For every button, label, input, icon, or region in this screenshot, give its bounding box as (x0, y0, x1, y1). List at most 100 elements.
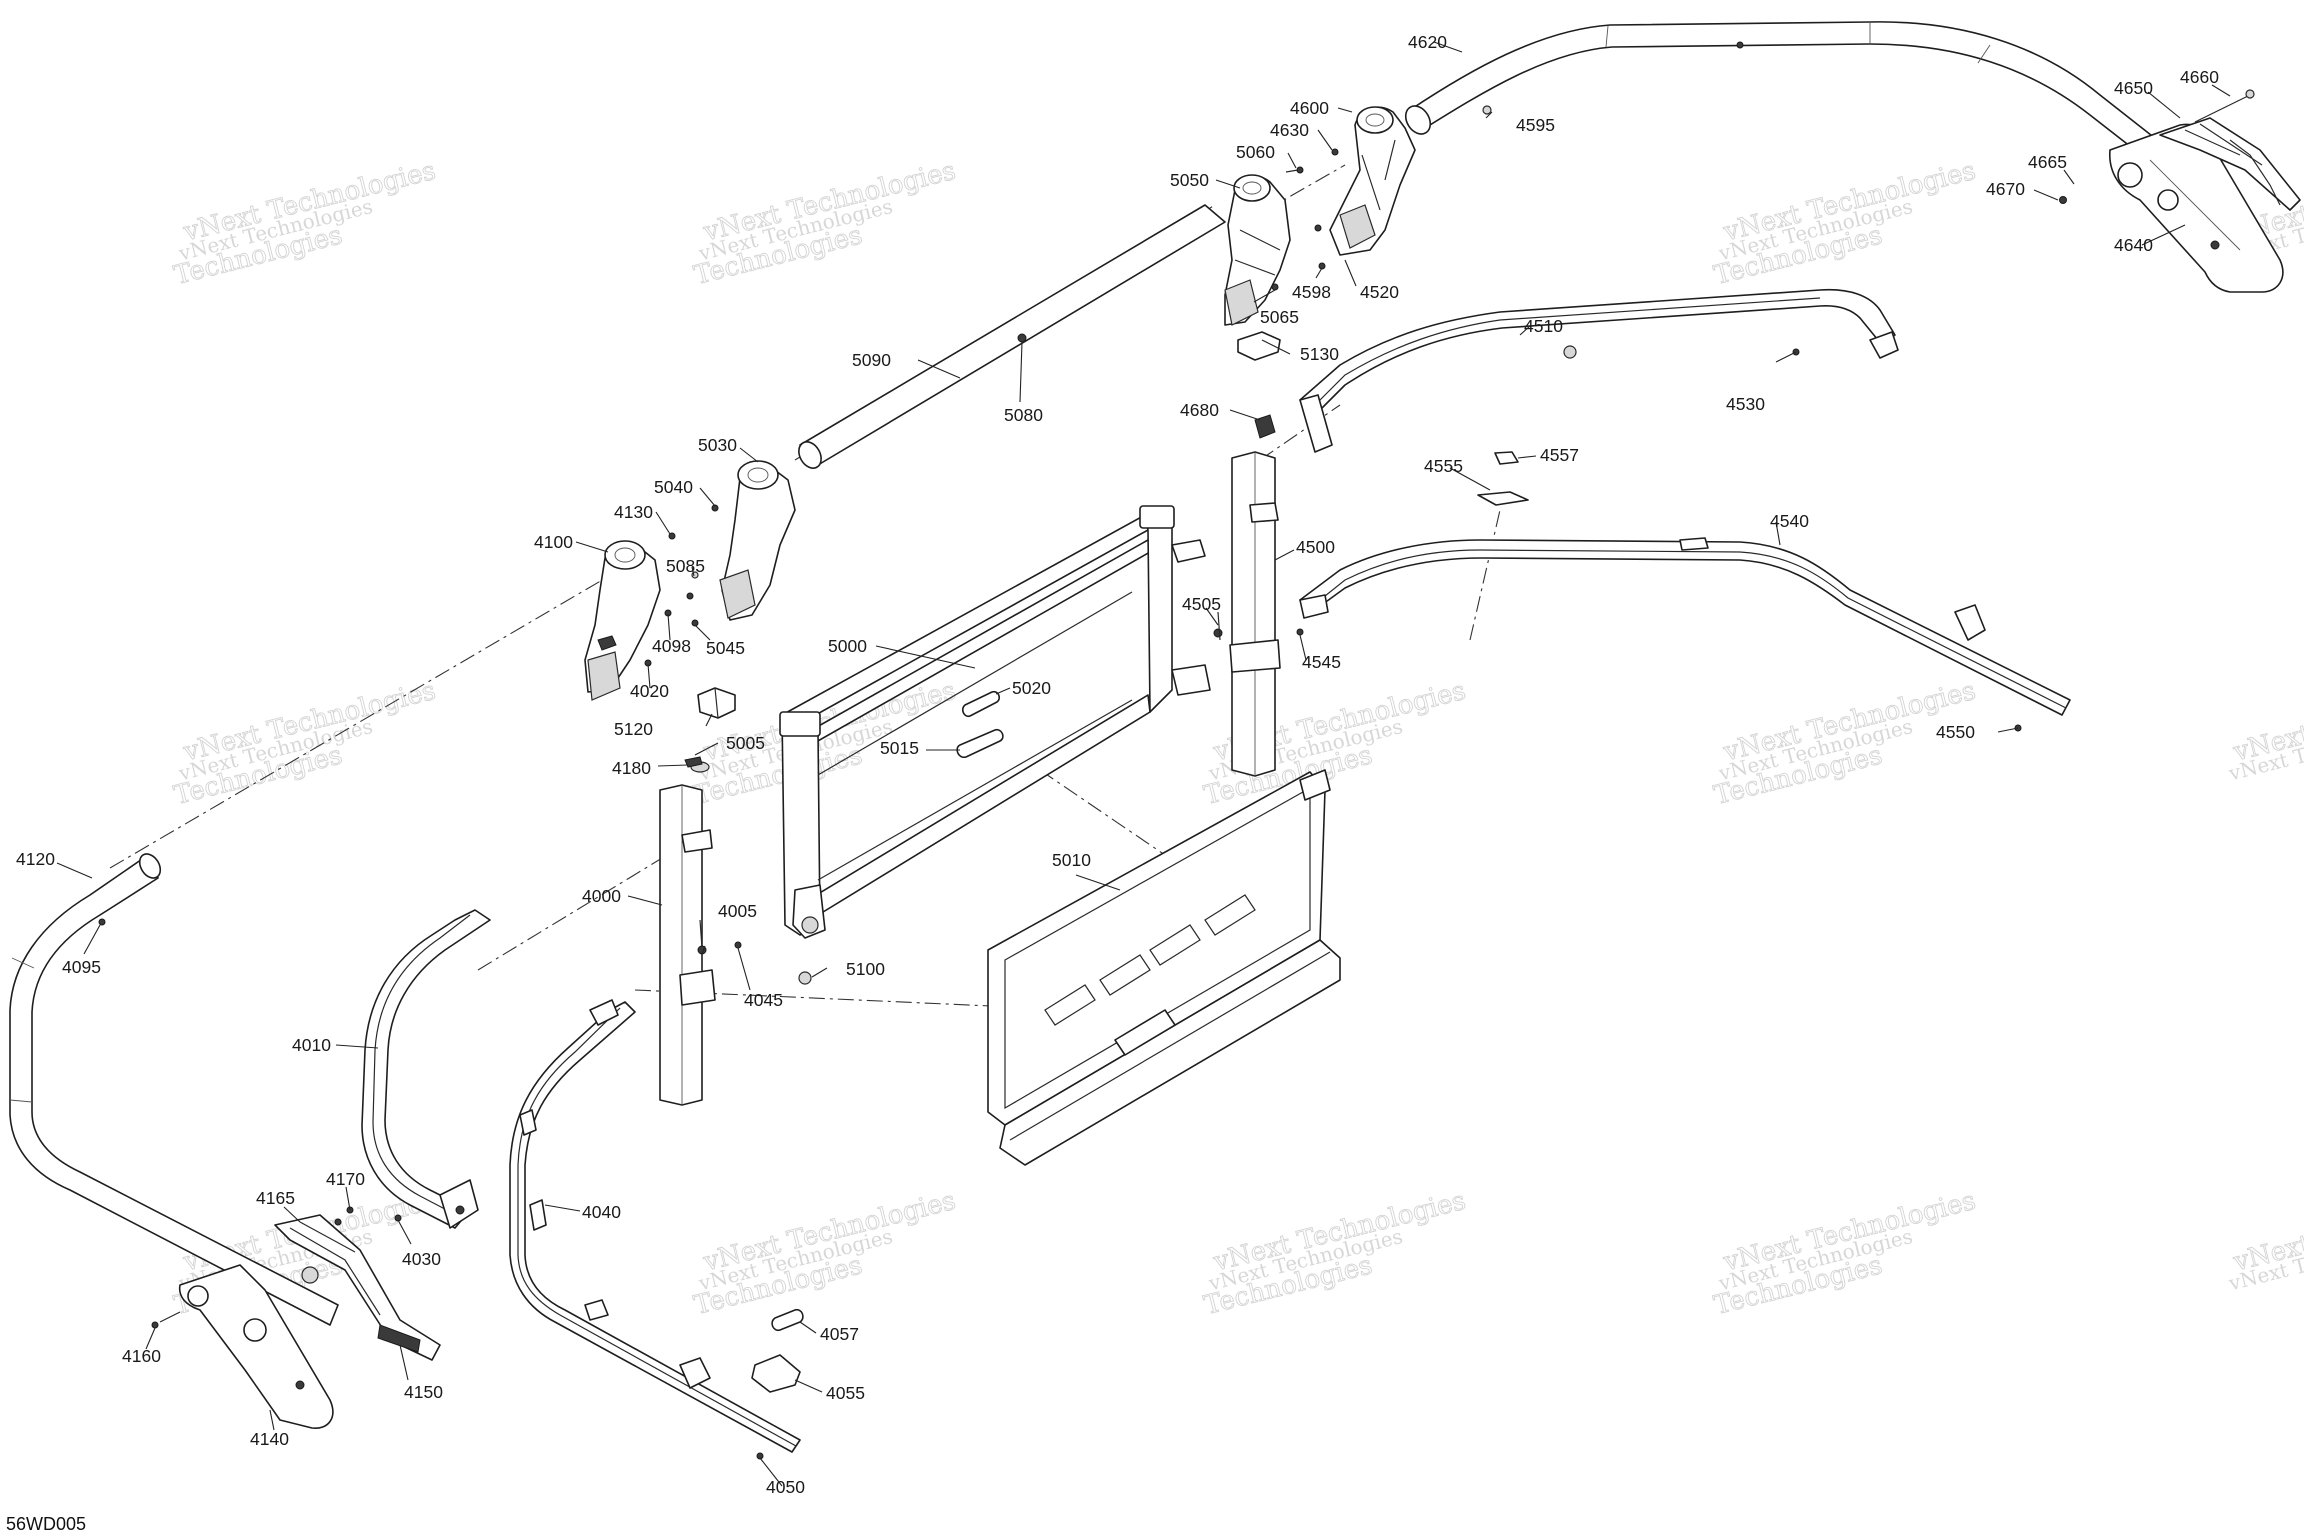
part-label-4100: 4100 (534, 532, 573, 552)
part-label-4170: 4170 (326, 1169, 365, 1189)
part-label-4557: 4557 (1540, 445, 1579, 465)
part-label-4010: 4010 (292, 1035, 331, 1055)
rail-4540 (1299, 537, 2071, 716)
part-label-4555: 4555 (1424, 456, 1463, 476)
latch-5120 (697, 687, 736, 719)
door-frame-5000 (779, 505, 1211, 939)
part-label-5130: 5130 (1300, 344, 1339, 364)
cross-bar-5090 (798, 204, 1226, 469)
part-label-4130: 4130 (614, 502, 653, 522)
watermark: vNext Technologies vNext Technologies Te… (691, 1185, 959, 1321)
small-hardware-center (1271, 105, 1492, 291)
part-label-4165: 4165 (256, 1188, 295, 1208)
watermark: vNext Technologies vNext Technologies Te… (1711, 1185, 1979, 1321)
part-label-5005: 5005 (726, 733, 765, 753)
part-label-4550: 4550 (1936, 722, 1975, 742)
part-label-4160: 4160 (122, 1346, 161, 1366)
part-label-4020: 4020 (630, 681, 669, 701)
watermark: vNext Technologies vNext Technologies Te… (171, 155, 439, 291)
part-label-4665: 4665 (2028, 152, 2067, 172)
watermark: vNext Technologies vNext Technologies (2225, 1185, 2304, 1295)
part-label-4040: 4040 (582, 1202, 621, 1222)
part-label-4120: 4120 (16, 849, 55, 869)
diagram-code: 56WD005 (6, 1514, 86, 1534)
parts-4057-4055 (751, 1308, 804, 1393)
part-label-5020: 5020 (1012, 678, 1051, 698)
part-label-4530: 4530 (1726, 394, 1765, 414)
screw-4670 (2059, 196, 2067, 204)
roll-bar-4120 (9, 853, 339, 1326)
part-label-4000: 4000 (582, 886, 621, 906)
part-label-5085: 5085 (666, 556, 705, 576)
pins-5020-5015 (956, 690, 1004, 758)
hinge-4140 (178, 1264, 334, 1429)
part-label-4505: 4505 (1182, 594, 1221, 614)
part-label-4520: 4520 (1360, 282, 1399, 302)
frame-4010 (361, 909, 491, 1229)
latch-4150 (274, 1214, 441, 1361)
part-label-4055: 4055 (826, 1383, 865, 1403)
bracket-5030 (719, 460, 796, 621)
roll-bar-4620 (1404, 21, 2171, 169)
watermark: vNext Technologies vNext Technologies (2225, 675, 2304, 785)
part-label-5040: 5040 (654, 477, 693, 497)
leader-lines (56, 41, 2231, 1487)
part-label-4630: 4630 (1270, 120, 1309, 140)
latch-4650 (2159, 117, 2301, 211)
part-label-5090: 5090 (852, 350, 891, 370)
part-label-4545: 4545 (1302, 652, 1341, 672)
part-label-4005: 4005 (718, 901, 757, 921)
part-label-4670: 4670 (1986, 179, 2025, 199)
part-label-4095: 4095 (62, 957, 101, 977)
part-label-4050: 4050 (766, 1477, 805, 1497)
part-label-4598: 4598 (1292, 282, 1331, 302)
part-label-5030: 5030 (698, 435, 737, 455)
part-label-4045: 4045 (744, 990, 783, 1010)
door-panel-5010 (987, 769, 1341, 1166)
part-label-5050: 5050 (1170, 170, 1209, 190)
bracket-5130-4680 (1237, 331, 1281, 439)
part-label-4540: 4540 (1770, 511, 1809, 531)
rail-4510 (1299, 288, 1899, 453)
part-label-4510: 4510 (1524, 316, 1563, 336)
blocks-4555-4557 (1477, 451, 1529, 506)
part-label-4150: 4150 (404, 1382, 443, 1402)
part-label-4098: 4098 (652, 636, 691, 656)
bracket-4100 (584, 540, 661, 701)
part-label-4640: 4640 (2114, 235, 2153, 255)
part-label-4057: 4057 (820, 1324, 859, 1344)
grommet-5100 (798, 971, 812, 985)
part-label-4650: 4650 (2114, 78, 2153, 98)
bracket-5050 (1224, 174, 1291, 326)
frame-4040 (509, 999, 801, 1453)
part-label-4595: 4595 (1516, 115, 1555, 135)
part-label-5010: 5010 (1052, 850, 1091, 870)
part-label-4030: 4030 (402, 1249, 441, 1269)
part-label-4600: 4600 (1290, 98, 1329, 118)
part-label-5060: 5060 (1236, 142, 1275, 162)
post-4500 (1213, 451, 1281, 777)
part-label-4620: 4620 (1408, 32, 1447, 52)
part-label-4680: 4680 (1180, 400, 1219, 420)
post-4000 (659, 784, 742, 1106)
part-label-4180: 4180 (612, 758, 651, 778)
part-label-5120: 5120 (614, 719, 653, 739)
watermark: vNext Technologies vNext Technologies Te… (1201, 1185, 1469, 1321)
part-label-5000: 5000 (828, 636, 867, 656)
part-label-5065: 5065 (1260, 307, 1299, 327)
part-label-4500: 4500 (1296, 537, 1335, 557)
watermark: vNext Technologies vNext Technologies Te… (1711, 675, 1979, 811)
part-label-4140: 4140 (250, 1429, 289, 1449)
hinge-4640 (2109, 123, 2284, 293)
part-label-5045: 5045 (706, 638, 745, 658)
part-label-5015: 5015 (880, 738, 919, 758)
watermark: vNext Technologies vNext Technologies Te… (1711, 155, 1979, 291)
watermark: vNext Technologies vNext Technologies Te… (691, 155, 959, 291)
bolt-4660 (2194, 89, 2255, 123)
part-label-5080: 5080 (1004, 405, 1043, 425)
watermark: vNext Technologies vNext Technologies Te… (171, 675, 439, 811)
part-labels: 4620 4595 4600 4630 5060 5050 4598 4520 … (16, 32, 2219, 1497)
part-label-4660: 4660 (2180, 67, 2219, 87)
bracket-4600 (1329, 106, 1416, 256)
